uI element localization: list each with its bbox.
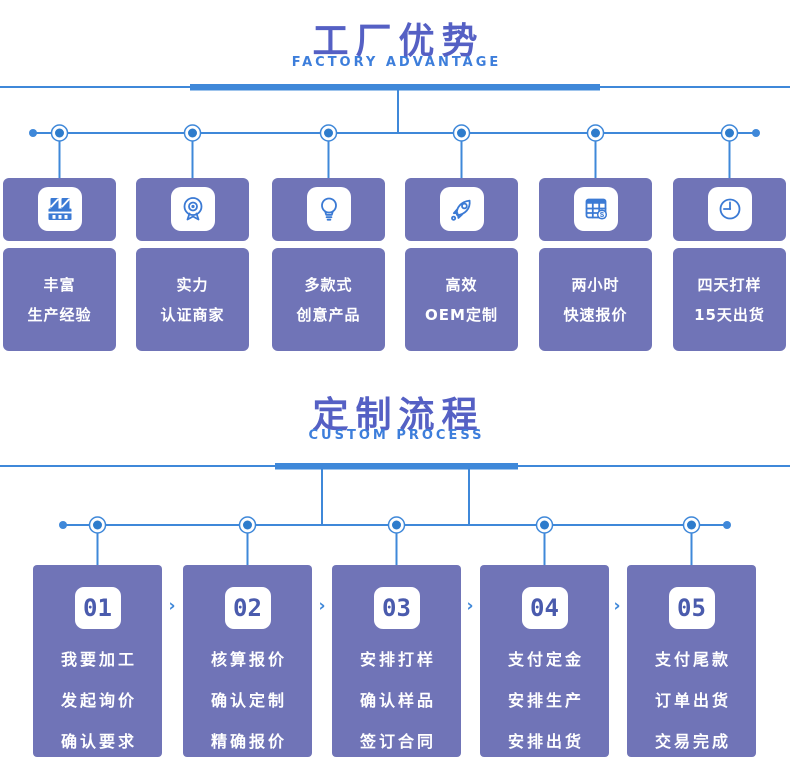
advantage-line: 15天出货 bbox=[694, 305, 765, 324]
step-line: 我要加工 bbox=[60, 650, 137, 669]
advantage-line: 生产经验 bbox=[27, 305, 92, 324]
step-line: 精确报价 bbox=[210, 732, 287, 751]
advantage-text-card: 四天打样 15天出货 bbox=[673, 248, 786, 351]
step-line: 确认要求 bbox=[60, 732, 137, 751]
connector-nodes bbox=[50, 124, 739, 180]
advantage-icon-card bbox=[136, 178, 249, 241]
advantage-icon-card bbox=[673, 178, 786, 241]
advantage-line: 高效 bbox=[445, 275, 478, 294]
advantage-text-card: 多款式 创意产品 bbox=[272, 248, 385, 351]
advantage-line: 丰富 bbox=[43, 275, 76, 294]
section-title-custom-process: 定制流程 bbox=[312, 395, 485, 436]
connector-tree-bottom bbox=[0, 463, 790, 567]
advantage-line: 四天打样 bbox=[697, 275, 762, 294]
icon-tile: $ bbox=[573, 187, 618, 231]
factory-icon bbox=[48, 198, 71, 220]
connector-nodes bbox=[88, 516, 701, 567]
process-step-card: 05 支付尾款 订单出货 交易完成 bbox=[627, 565, 756, 757]
step-line: 安排打样 bbox=[359, 650, 436, 669]
advantage-icon-card bbox=[405, 178, 518, 241]
step-number-badge: 01 bbox=[74, 587, 121, 629]
process-step-card: 01 我要加工 发起询价 确认要求 bbox=[33, 565, 162, 757]
advantage-line: OEM定制 bbox=[425, 305, 498, 324]
section-subtitle-factory-advantage: FACTORY ADVANTAGE bbox=[291, 55, 502, 70]
chevron-right-icon: › bbox=[466, 596, 474, 616]
lightbulb-icon bbox=[320, 197, 337, 221]
chevron-right-icon: › bbox=[318, 596, 326, 616]
advantage-text-card: 两小时 快速报价 bbox=[539, 248, 652, 351]
process-step-card: 04 支付定金 安排生产 安排出货 bbox=[480, 565, 609, 757]
step-number-badge: 03 bbox=[373, 587, 420, 629]
medal-icon bbox=[183, 197, 202, 221]
step-line: 交易完成 bbox=[654, 732, 731, 751]
step-line: 支付定金 bbox=[507, 650, 584, 669]
step-line: 确认样品 bbox=[359, 691, 436, 710]
step-number-badge: 04 bbox=[521, 587, 568, 629]
step-number-badge: 02 bbox=[224, 587, 271, 629]
process-step-card: 03 安排打样 确认样品 签订合同 bbox=[332, 565, 461, 757]
advantage-icon-card bbox=[3, 178, 116, 241]
advantage-line: 快速报价 bbox=[563, 305, 628, 324]
step-line: 支付尾款 bbox=[654, 650, 731, 669]
icon-tile bbox=[37, 187, 82, 231]
advantage-line: 两小时 bbox=[571, 275, 620, 294]
step-line: 订单出货 bbox=[654, 691, 731, 710]
advantage-icon-card: $ bbox=[539, 178, 652, 241]
section-subtitle-custom-process: CUSTOM PROCESS bbox=[308, 428, 485, 443]
svg-text:$: $ bbox=[599, 210, 604, 219]
step-line: 发起询价 bbox=[60, 691, 137, 710]
connector-tree-top bbox=[0, 84, 790, 180]
step-line: 安排生产 bbox=[507, 691, 584, 710]
calculator-icon: $ bbox=[585, 198, 607, 220]
chevron-right-icon: › bbox=[613, 596, 621, 616]
step-line: 核算报价 bbox=[210, 650, 287, 669]
advantage-line: 多款式 bbox=[304, 275, 353, 294]
advantage-text-card: 实力 认证商家 bbox=[136, 248, 249, 351]
step-line: 确认定制 bbox=[210, 691, 287, 710]
title-underline-bar bbox=[190, 84, 600, 91]
icon-tile bbox=[707, 187, 752, 231]
advantage-line: 实力 bbox=[176, 275, 209, 294]
advantage-icon-card bbox=[272, 178, 385, 241]
advantage-line: 认证商家 bbox=[160, 305, 225, 324]
icon-tile bbox=[306, 187, 351, 231]
step-line: 签订合同 bbox=[359, 732, 436, 751]
rocket-icon bbox=[450, 199, 471, 221]
process-step-card: 02 核算报价 确认定制 精确报价 bbox=[183, 565, 312, 757]
advantage-line: 创意产品 bbox=[296, 305, 361, 324]
step-line: 安排出货 bbox=[507, 732, 584, 751]
section-title-factory-advantage: 工厂优势 bbox=[312, 21, 485, 62]
icon-tile bbox=[170, 187, 215, 231]
chevron-right-icon: › bbox=[168, 596, 176, 616]
step-number-badge: 05 bbox=[668, 587, 715, 629]
advantage-text-card: 丰富 生产经验 bbox=[3, 248, 116, 351]
clock-icon bbox=[719, 198, 740, 220]
icon-tile bbox=[439, 187, 484, 231]
title-underline-bar bbox=[275, 463, 518, 470]
advantage-text-card: 高效 OEM定制 bbox=[405, 248, 518, 351]
